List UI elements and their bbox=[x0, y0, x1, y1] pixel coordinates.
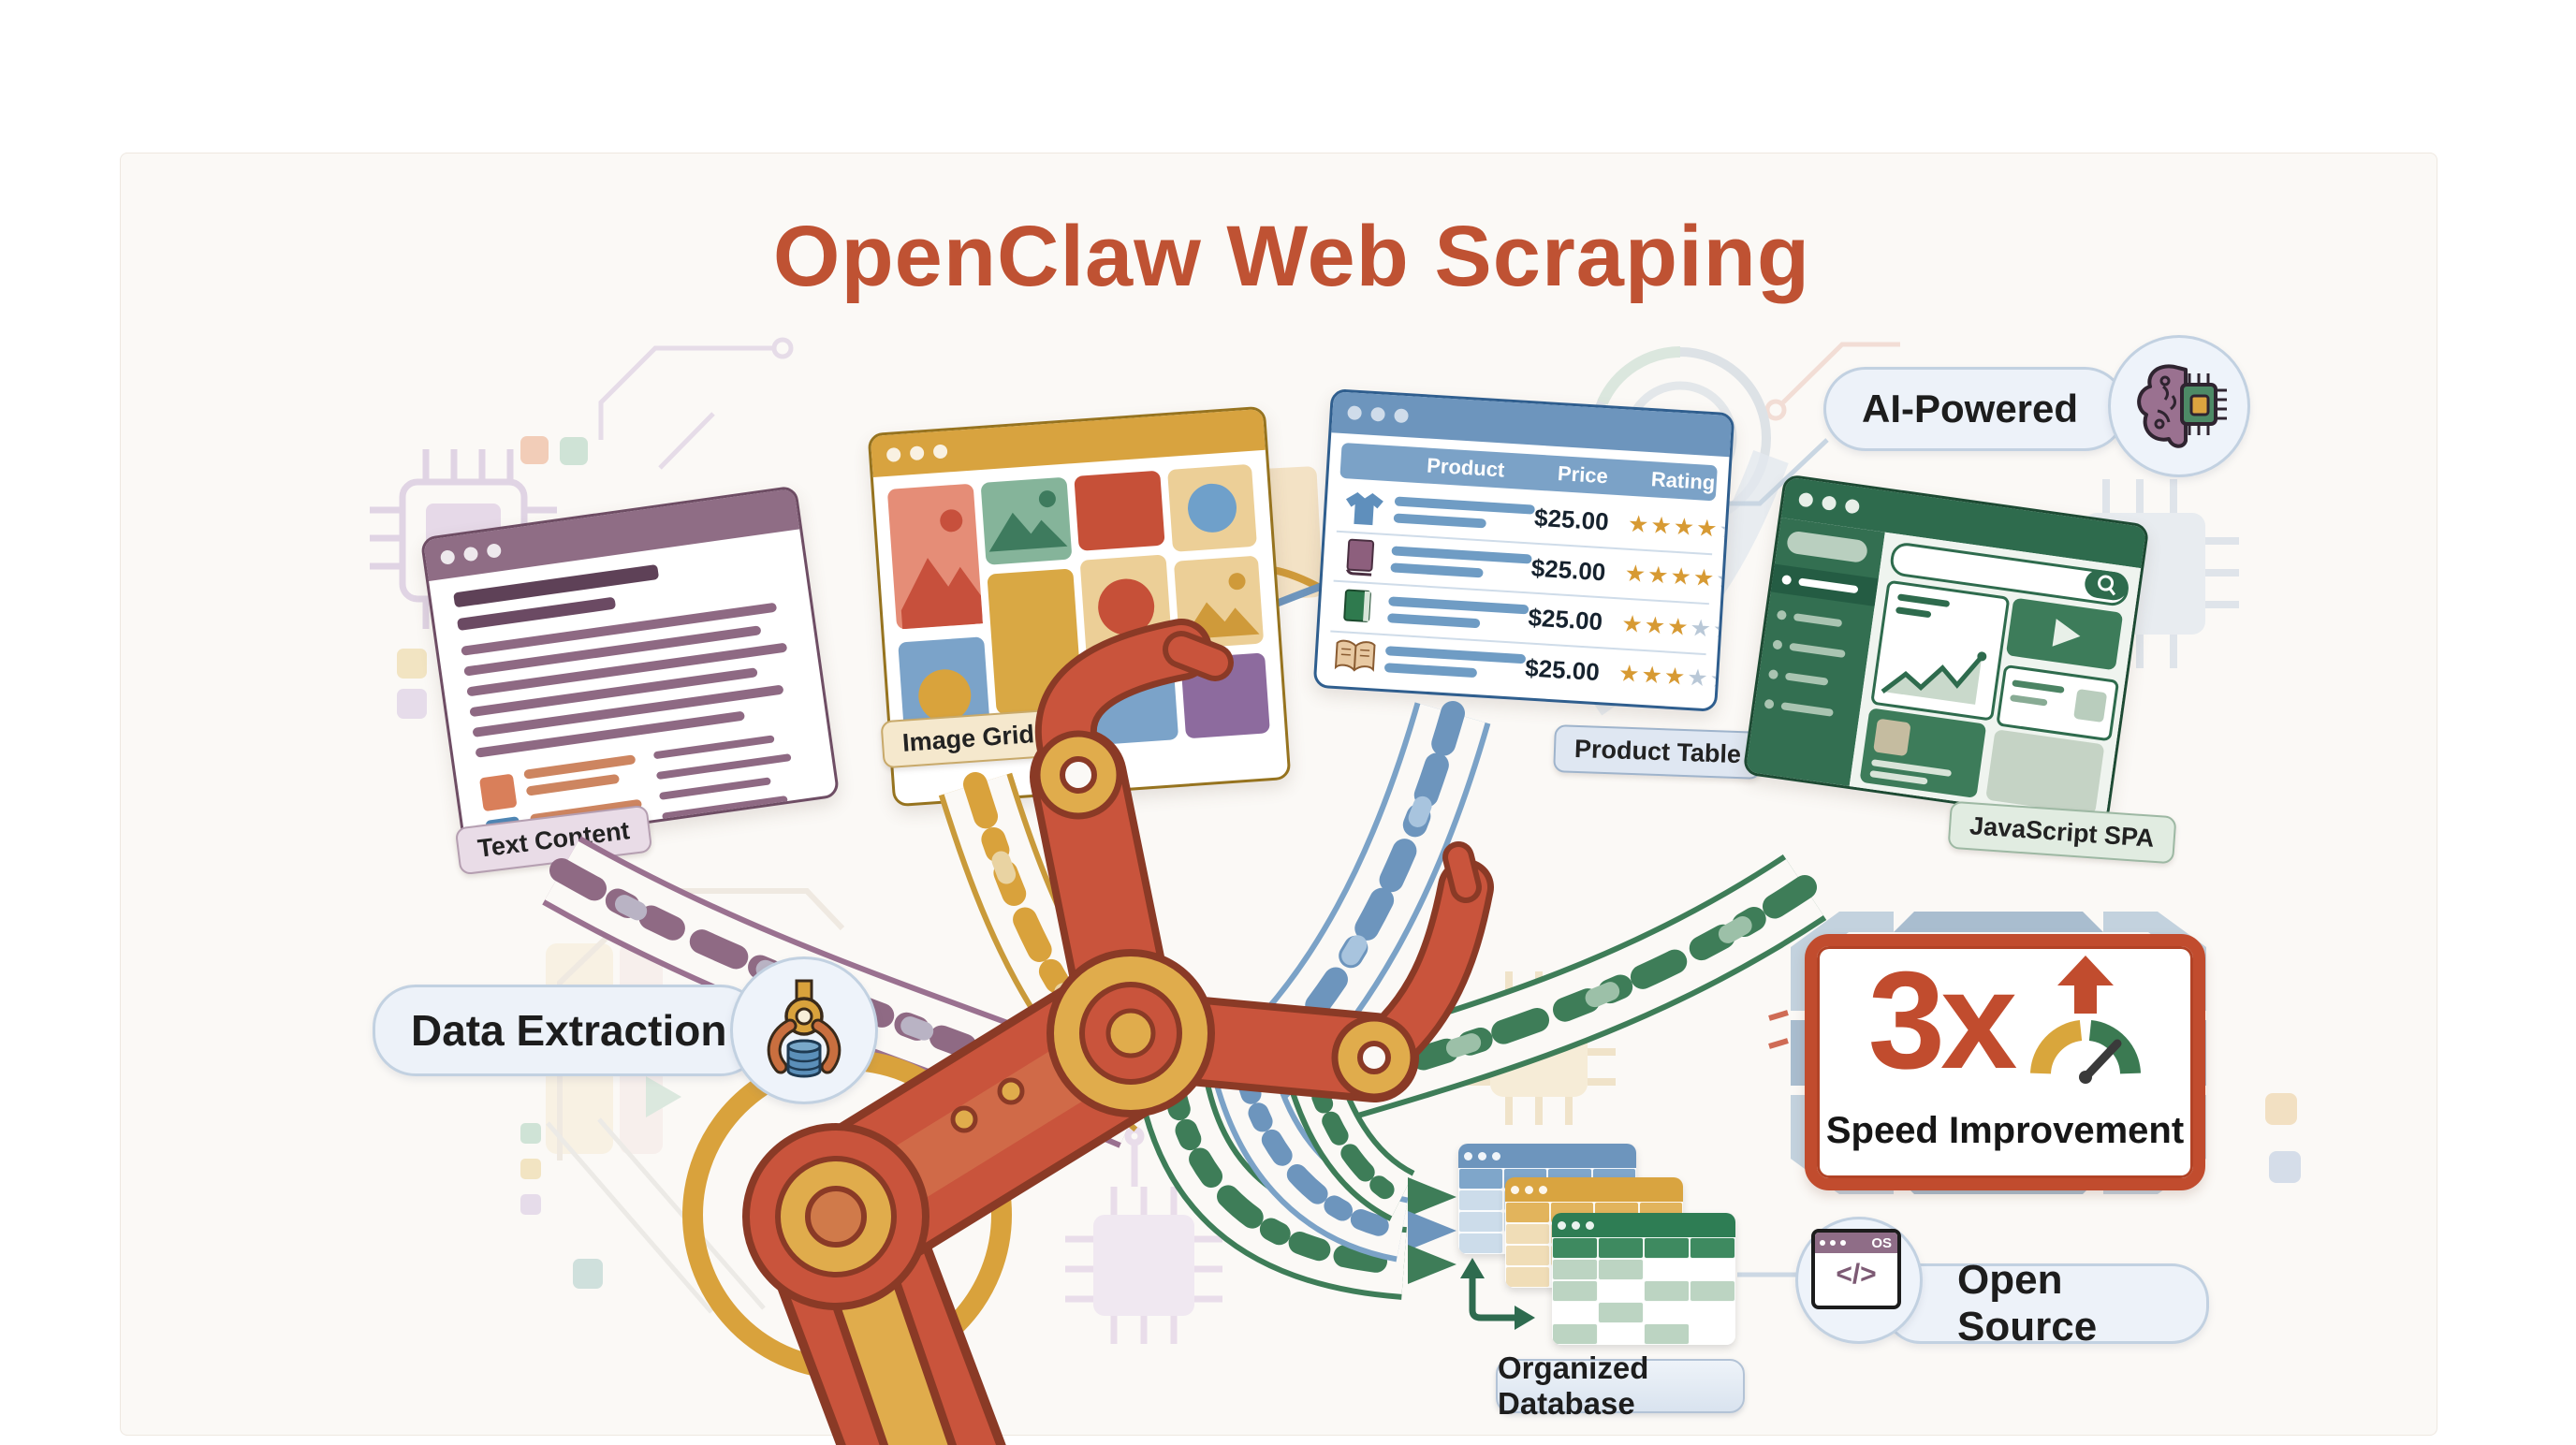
code-glyph: </> bbox=[1836, 1259, 1877, 1290]
image-tile bbox=[1167, 463, 1257, 552]
ai-powered-pill: AI-Powered bbox=[1823, 367, 2127, 451]
book-purple-icon bbox=[1339, 537, 1383, 577]
ai-powered-circle bbox=[2108, 335, 2250, 477]
pastel-squares bbox=[397, 436, 2301, 1289]
search-bar bbox=[1888, 541, 2131, 608]
tshirt-icon bbox=[1342, 488, 1385, 528]
product-table-row: $25.00★★★★★ bbox=[1333, 532, 1730, 606]
page-title: OpenClaw Web Scraping bbox=[772, 209, 1811, 304]
db-titlebar bbox=[1458, 1144, 1636, 1168]
circuit-line bbox=[598, 337, 794, 470]
product-table-row: $25.00★★★★★ bbox=[1336, 481, 1730, 555]
open-source-circle: OS </> bbox=[1795, 1217, 1923, 1344]
data-extraction-circle bbox=[730, 956, 878, 1104]
spa-main bbox=[1849, 532, 2142, 823]
os-badge: OS bbox=[1871, 1234, 1892, 1251]
chart-card bbox=[1870, 579, 2011, 722]
up-arrow-gauge-icon bbox=[2030, 956, 2142, 1084]
claw-database-icon bbox=[767, 979, 842, 1078]
organized-database-label: Organized Database bbox=[1496, 1350, 1745, 1421]
video-card bbox=[2005, 597, 2124, 671]
image-tile bbox=[980, 476, 1073, 565]
product-table-window: Product Price Rating $25.00★★★★★$25.00★★… bbox=[1312, 388, 1735, 712]
ai-powered-label: AI-Powered bbox=[1862, 387, 2079, 431]
database-table-green bbox=[1552, 1213, 1735, 1345]
data-extraction-pill: Data Extraction bbox=[373, 985, 764, 1076]
db-titlebar bbox=[1505, 1177, 1683, 1202]
db-titlebar bbox=[1552, 1213, 1735, 1237]
open-source-label: Open Source bbox=[1957, 1257, 2098, 1350]
line-chart-icon bbox=[1881, 651, 1987, 705]
code-browser-icon: OS </> bbox=[1811, 1229, 1901, 1309]
circuit-line bbox=[1764, 342, 1900, 421]
stream-arrowheads bbox=[1408, 1177, 1456, 1284]
image-tile bbox=[898, 636, 992, 753]
open-book-icon bbox=[1333, 637, 1376, 678]
data-extraction-label: Data Extraction bbox=[411, 1006, 727, 1055]
chip-icon bbox=[1065, 1126, 1222, 1344]
tick-marks bbox=[1768, 1010, 1789, 1049]
play-icon bbox=[2052, 619, 2081, 647]
image-tile bbox=[886, 483, 984, 630]
arm-segments bbox=[742, 619, 1494, 1445]
book-green-icon bbox=[1337, 588, 1380, 628]
speed-improvement-badge: 3x Speed Improvement bbox=[1805, 934, 2205, 1190]
image-tile bbox=[1079, 554, 1173, 660]
product-table-row: $25.00★★★★★ bbox=[1327, 632, 1730, 703]
javascript-spa-window bbox=[1742, 474, 2150, 825]
search-icon bbox=[2083, 568, 2130, 603]
product-table-body: Product Price Rating $25.00★★★★★$25.00★★… bbox=[1316, 432, 1730, 709]
speed-caption: Speed Improvement bbox=[1825, 1109, 2185, 1151]
product-rows: $25.00★★★★★$25.00★★★★★$25.00★★★★★$25.00★… bbox=[1327, 481, 1730, 703]
product-table-row: $25.00★★★★★ bbox=[1330, 581, 1730, 655]
db-elbow-arrow bbox=[1460, 1258, 1535, 1330]
brain-chip-icon bbox=[2137, 364, 2227, 448]
browser-titlebar: OS bbox=[1815, 1233, 1897, 1253]
speed-multiplier: 3x bbox=[1867, 943, 2018, 1098]
open-source-pill: Open Source bbox=[1883, 1257, 2209, 1350]
